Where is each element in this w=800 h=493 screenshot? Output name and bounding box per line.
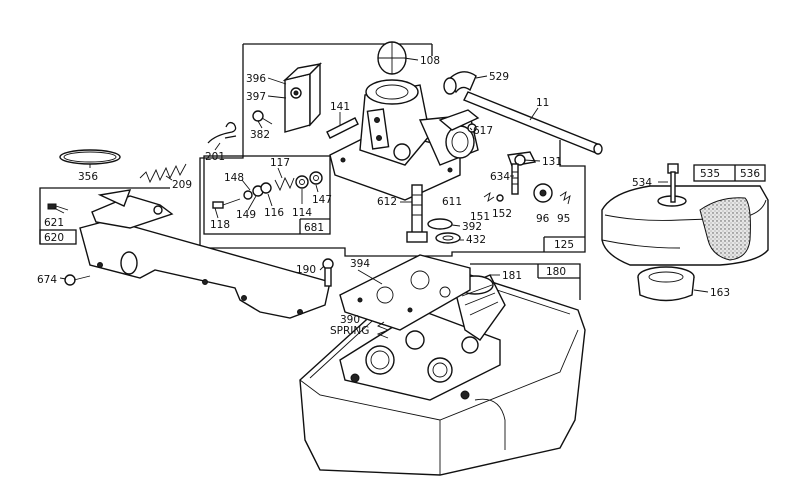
callout-392: 392 [462, 221, 482, 233]
control-bracket [79, 189, 331, 319]
callout-382: 382 [250, 129, 270, 141]
callout-151: 151 [470, 211, 490, 223]
throttle-plate [282, 62, 323, 133]
callout-612: 612 [377, 196, 397, 208]
callout-148: 148 [224, 172, 244, 184]
callout-118: 118 [210, 219, 230, 231]
callout-labels: 108 529 396 397 382 141 11 617 201 131 3… [37, 55, 760, 337]
callout-152: 152 [492, 208, 512, 220]
air-filter-element [699, 197, 751, 261]
callout-95: 95 [557, 213, 570, 225]
callout-114: 114 [292, 207, 312, 219]
governor-link [207, 121, 237, 144]
screw-674 [64, 274, 91, 286]
tank-gasket [339, 254, 471, 331]
callout-11: 11 [536, 97, 549, 109]
carburetor-group-frame [199, 43, 586, 257]
callout-611: 611 [442, 196, 462, 208]
choke-parts [212, 171, 323, 209]
callout-674: 674 [37, 274, 57, 286]
callout-529: 529 [489, 71, 509, 83]
callout-96: 96 [536, 213, 550, 225]
washer-96 [533, 183, 553, 203]
callout-117: 117 [270, 157, 290, 169]
callout-108: 108 [420, 55, 440, 67]
carburetor-body [329, 79, 479, 243]
callout-190: 190 [296, 264, 316, 276]
callout-634: 634 [490, 171, 510, 183]
choke-subgroup-frame [203, 155, 331, 235]
callout-141: 141 [330, 101, 350, 113]
callout-201: 201 [205, 151, 225, 163]
callout-617: 617 [473, 125, 493, 137]
bracket-group-frame [39, 187, 170, 245]
choke-shutter [377, 41, 407, 75]
base-163 [637, 266, 695, 302]
spring-390 [376, 321, 390, 339]
callout-163: 163 [710, 287, 730, 299]
callout-620: 620 [44, 232, 64, 244]
callout-spring: SPRING [330, 325, 369, 337]
callout-356: 356 [78, 171, 98, 183]
callout-131: 131 [542, 156, 562, 168]
tank-group-frame [470, 263, 581, 300]
callout-621: 621 [44, 217, 64, 229]
throttle-shaft-pin [326, 117, 359, 139]
callout-534: 534 [632, 177, 652, 189]
callout-536: 536 [740, 168, 760, 180]
leader-lines [53, 57, 709, 326]
screw-190 [322, 258, 334, 287]
callout-209: 209 [172, 179, 192, 191]
callout-681: 681 [304, 222, 324, 234]
fuel-pipe [463, 91, 603, 155]
screw-382 [252, 110, 273, 125]
wing-nut-534 [667, 163, 679, 203]
spring-209 [139, 163, 187, 184]
callout-397: 397 [246, 91, 266, 103]
callout-181: 181 [502, 270, 522, 282]
callout-396: 396 [246, 73, 266, 85]
callout-147: 147 [312, 194, 332, 206]
air-cleaner-frame [693, 164, 766, 182]
callout-432: 432 [466, 234, 486, 246]
callout-535: 535 [700, 168, 720, 180]
callout-125: 125 [554, 239, 574, 251]
needle-valve [507, 151, 537, 195]
callout-116: 116 [264, 207, 284, 219]
callout-180: 180 [546, 266, 566, 278]
callout-149: 149 [236, 209, 256, 221]
throttle-lever [438, 109, 480, 133]
callout-394: 394 [350, 258, 370, 270]
callout-390: 390 [340, 314, 360, 326]
gasket-392-432 [427, 218, 461, 244]
fuel-elbow [443, 71, 477, 95]
spring-95 [559, 190, 571, 205]
ring-356 [59, 149, 121, 165]
screw-621 [47, 203, 69, 211]
screw-151-152 [483, 191, 504, 203]
